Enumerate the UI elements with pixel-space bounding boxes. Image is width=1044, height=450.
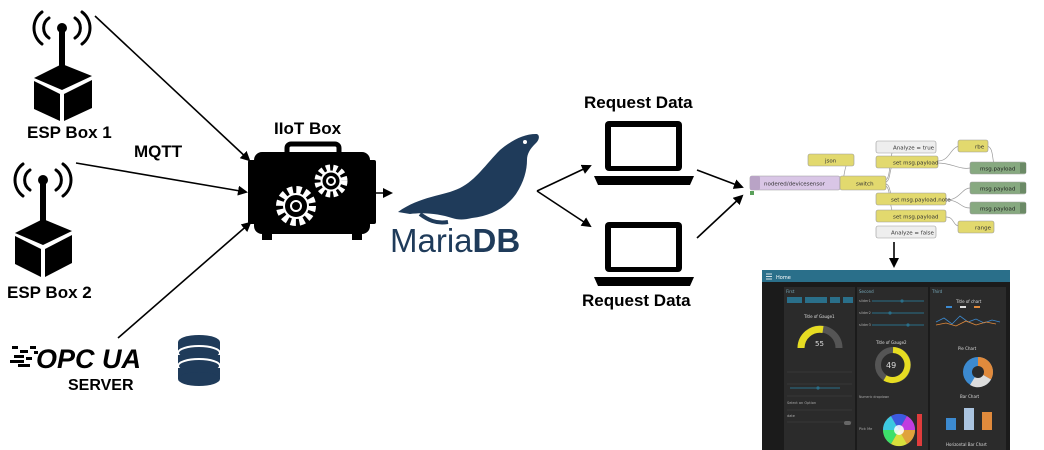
iiot-box-label: IIoT Box <box>274 119 342 138</box>
request-data-bottom-label: Request Data <box>582 291 691 310</box>
dashboard-screenshot: Home First Second Third Title of Gauge1 … <box>762 270 1010 450</box>
svg-text:Title of Gauge2: Title of Gauge2 <box>875 340 907 345</box>
arrow-laptop-top-to-nodered <box>696 169 744 189</box>
menu-icon[interactable] <box>766 273 772 280</box>
svg-text:slider2: slider2 <box>859 311 871 315</box>
laptop-icon <box>594 121 694 185</box>
svg-text:msg.payload: msg.payload <box>980 167 1015 173</box>
svg-text:slider1: slider1 <box>859 299 871 303</box>
svg-text:55: 55 <box>815 340 824 348</box>
svg-text:set msg.payload.note: set msg.payload.note <box>891 198 951 204</box>
arrow-mariadb-to-laptop-bottom <box>536 190 592 228</box>
arrow-laptop-bottom-to-nodered <box>696 194 744 239</box>
flow-node-switch[interactable] <box>839 175 887 191</box>
svg-text:msg.payload: msg.payload <box>980 187 1015 193</box>
antenna-icon <box>13 162 73 198</box>
svg-text:Numeric dropdown: Numeric dropdown <box>859 395 889 399</box>
svg-text:49: 49 <box>886 361 896 370</box>
svg-text:json: json <box>824 159 837 165</box>
mqtt-label: MQTT <box>134 142 183 161</box>
flow-node-set-payload-2[interactable] <box>875 209 947 223</box>
esp-box-1-icon <box>32 10 92 121</box>
svg-text:nodered/devicesensor: nodered/devicesensor <box>764 182 826 188</box>
svg-text:Pick Me: Pick Me <box>859 427 872 431</box>
svg-text:switch: switch <box>856 182 874 188</box>
svg-text:Second: Second <box>859 289 874 294</box>
flow-node-analyze-true[interactable] <box>875 140 937 154</box>
svg-text:Horizontal Bar Chart: Horizontal Bar Chart <box>946 442 987 447</box>
svg-text:rbe: rbe <box>975 145 985 151</box>
dashboard-header <box>762 270 1010 282</box>
gear-icon <box>276 186 316 226</box>
flow-node-rbe[interactable] <box>957 139 989 153</box>
arrow-esp1-to-iiot <box>94 15 251 162</box>
arrow-mariadb-to-laptop-top <box>536 164 592 192</box>
svg-text:Bar Chart: Bar Chart <box>960 394 980 399</box>
gauge2-fill <box>883 347 911 383</box>
opc-ua-wordmark: OPC UA <box>36 344 141 374</box>
flow-node-analyze-false[interactable] <box>875 225 937 239</box>
dashboard-title: Home <box>776 275 791 281</box>
color-picker-wheel[interactable] <box>882 413 916 447</box>
gauge1-fill <box>797 325 824 349</box>
svg-text:Title of Gauge1: Title of Gauge1 <box>803 314 835 319</box>
opc-ua-server-label: SERVER <box>68 377 134 394</box>
svg-text:Title of chart: Title of chart <box>955 299 982 304</box>
svg-text:range: range <box>975 226 992 232</box>
svg-text:Select an Option: Select an Option <box>787 401 816 405</box>
svg-text:set msg.payload: set msg.payload <box>893 161 939 167</box>
esp-box-2-label: ESP Box 2 <box>7 283 92 302</box>
svg-text:Third: Third <box>931 289 943 294</box>
laptop-icon <box>594 222 694 286</box>
esp-box-1-label: ESP Box 1 <box>27 123 112 142</box>
svg-text:First: First <box>786 289 795 294</box>
flow-node-json[interactable] <box>807 153 855 167</box>
svg-text:date: date <box>787 414 795 418</box>
antenna-icon <box>32 10 92 46</box>
flow-node-set-payload-note[interactable] <box>875 192 947 206</box>
flow-node-range[interactable] <box>957 220 995 234</box>
arrow-opcua-to-iiot <box>117 221 252 339</box>
svg-text:set msg.payload: set msg.payload <box>893 215 939 221</box>
gear-icon <box>314 164 348 198</box>
database-icon <box>177 335 221 386</box>
svg-text:Analyze = true: Analyze = true <box>893 146 935 152</box>
flow-node-set-payload-1[interactable] <box>875 155 939 169</box>
mariadb-logo: MariaDB <box>390 134 539 259</box>
opc-ua-logo: OPC UA <box>10 344 141 374</box>
svg-text:Analyze = false: Analyze = false <box>891 231 934 237</box>
iiot-box-icon <box>248 141 376 240</box>
request-data-top-label: Request Data <box>584 93 693 112</box>
esp-box-2-icon <box>13 162 73 277</box>
arrow-esp2-to-iiot <box>75 162 248 196</box>
mariadb-wordmark: MariaDB <box>390 222 520 259</box>
nodered-flow: nodered/devicesensor json switch Analyze… <box>749 139 1027 239</box>
svg-text:msg.payload: msg.payload <box>980 207 1015 213</box>
svg-text:Pie Chart: Pie Chart <box>958 346 977 351</box>
svg-text:slider3: slider3 <box>859 323 871 327</box>
